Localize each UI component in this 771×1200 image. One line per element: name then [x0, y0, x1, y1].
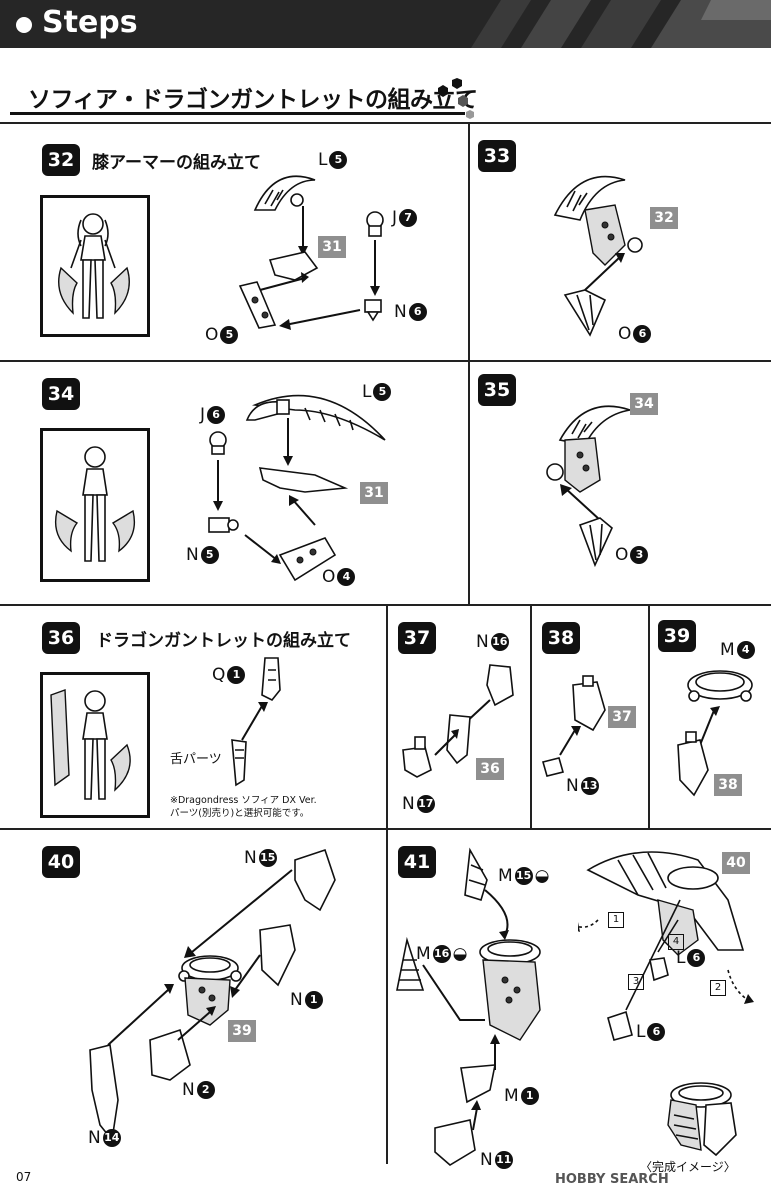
- step41-parts-diagram: [396, 847, 541, 1166]
- part-label-tongue: 舌パーツ: [170, 752, 222, 767]
- divider: [468, 122, 470, 604]
- figure-reference-box: [40, 672, 150, 818]
- completed-image-caption: 〈完成イメージ〉: [640, 1160, 736, 1174]
- order-step-1: 1: [608, 912, 624, 928]
- order-step-4: 4: [668, 934, 684, 950]
- divider: [0, 122, 771, 124]
- reference-step-badge: 34: [630, 393, 658, 415]
- figure-reference-box: [40, 195, 150, 337]
- reference-step-badge: 40: [722, 852, 750, 874]
- step-badge: 35: [478, 374, 516, 406]
- section-title: ソフィア・ドラゴンガントレットの組み立て: [28, 87, 478, 113]
- order-step-2: 2: [710, 980, 726, 996]
- step-badge: 39: [658, 620, 696, 652]
- divider: [0, 604, 771, 606]
- figure-sketch: [50, 689, 131, 800]
- step-badge: 33: [478, 140, 516, 172]
- figure-sketch: [54, 446, 136, 562]
- hexagon-decoration-icon: [438, 78, 474, 119]
- divider: [0, 360, 771, 362]
- divider: [0, 828, 771, 830]
- completed-image: [667, 1082, 737, 1157]
- page-number: 07: [16, 1170, 32, 1184]
- figure-sketch: [58, 213, 130, 319]
- reference-step-badge: 36: [476, 758, 504, 780]
- divider: [530, 604, 532, 828]
- step-badge: 36: [42, 622, 80, 654]
- page-title: Steps: [42, 5, 138, 40]
- step-badge: 34: [42, 378, 80, 410]
- step32-parts-diagram: [238, 175, 384, 330]
- step39-parts-diagram: [677, 670, 753, 797]
- step41-attach-diagram: [578, 851, 754, 1041]
- step36-parts-diagram: [231, 657, 281, 787]
- reference-step-badge: 32: [650, 207, 678, 229]
- cut-marker-icon: ◒: [452, 944, 468, 964]
- step-badge: 37: [398, 622, 436, 654]
- step34-parts-diagram: [208, 394, 386, 582]
- watermark: HOBBY SEARCH: [555, 1172, 669, 1187]
- cut-marker-icon: ◒: [534, 866, 550, 886]
- note-text: ※Dragondress ソフィア DX Ver. パーツ(別売り)と選択可能で…: [170, 795, 317, 819]
- divider: [648, 604, 650, 828]
- step-title: 膝アーマーの組み立て: [92, 153, 261, 173]
- step-badge: 40: [42, 846, 80, 878]
- step-badge: 41: [398, 846, 436, 878]
- reference-step-badge: 31: [318, 236, 346, 258]
- reference-step-badge: 39: [228, 1020, 256, 1042]
- step38-parts-diagram: [542, 675, 606, 777]
- header-stripes: [471, 0, 771, 48]
- step-badge: 32: [42, 144, 80, 176]
- step40-parts-diagram: [89, 848, 336, 1142]
- reference-step-badge: 38: [714, 774, 742, 796]
- divider: [386, 604, 388, 1164]
- step37-parts-diagram: [402, 664, 514, 778]
- reference-step-badge: 31: [360, 482, 388, 504]
- section-underline: [10, 112, 465, 115]
- order-step-3: 3: [628, 974, 644, 990]
- figure-reference-box: [40, 428, 150, 582]
- step-badge: 38: [542, 622, 580, 654]
- header-bullet-icon: [16, 17, 32, 33]
- reference-step-badge: 37: [608, 706, 636, 728]
- step35-parts-diagram: [546, 405, 631, 568]
- step-title: ドラゴンガントレットの組み立て: [96, 631, 351, 651]
- step33-parts-diagram: [553, 175, 643, 337]
